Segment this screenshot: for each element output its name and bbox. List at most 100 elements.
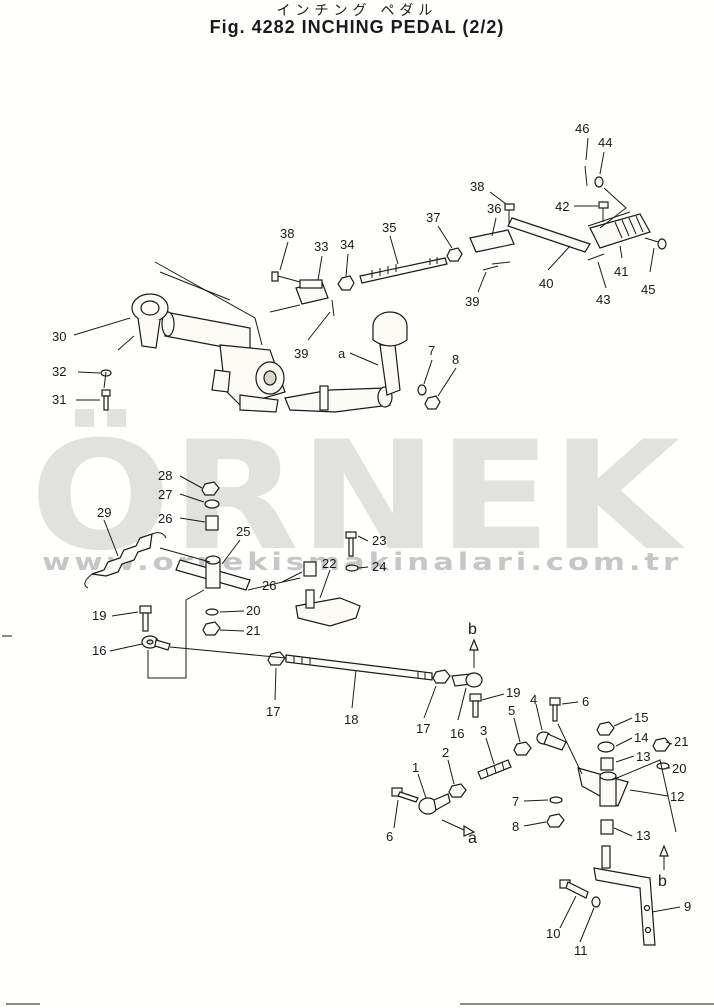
part-26-collar [205, 515, 219, 531]
leader-lines-mid [103, 475, 505, 721]
part-42-bolt [598, 201, 609, 222]
part-37-nut [446, 247, 463, 262]
callout-21: 21 [246, 623, 260, 638]
callout-46: 46 [575, 121, 589, 136]
callout-18: 18 [344, 712, 358, 727]
part-13-collar-lower [600, 819, 614, 835]
part-40-link [507, 217, 591, 253]
pedal-arm [372, 311, 408, 396]
part-16-rod-end [141, 635, 171, 651]
cross-shaft-end [161, 311, 175, 337]
callout-31: 31 [52, 392, 66, 407]
callout-17: 17 [266, 704, 280, 719]
part-27-washer [204, 499, 220, 509]
figure-title: Fig. 4282 INCHING PEDAL (2/2) [209, 17, 505, 37]
callout-42: 42 [555, 199, 569, 214]
callout-10: 10 [546, 926, 560, 941]
callout-35: 35 [382, 220, 396, 235]
arrow-a-lower [463, 824, 476, 837]
callout-38-left: 38 [280, 226, 294, 241]
upper-linkage-assembly: 46 44 38 42 36 37 35 34 33 38 41 40 43 4… [52, 121, 667, 413]
callout-43: 43 [596, 292, 610, 307]
callout-2: 2 [442, 745, 449, 760]
pedal-bracket-assembly: 4 6 5 3 15 14 13 21 20 2 1 12 7 8 13 6 a… [386, 692, 691, 958]
part-4-rod-end [536, 731, 567, 751]
part-35-rod [359, 257, 448, 284]
callout-22: 22 [322, 556, 336, 571]
callout-13-lower: 13 [636, 828, 650, 843]
callout-28: 28 [158, 468, 172, 483]
part-1-rod-end [418, 793, 451, 815]
part-28-nut [201, 481, 220, 496]
leader-lines-lower [393, 701, 681, 943]
callout-16: 16 [92, 643, 106, 658]
callout-30: 30 [52, 329, 66, 344]
callout-b-lower: b [658, 873, 667, 890]
callout-26: 26 [158, 511, 172, 526]
callout-14: 14 [634, 730, 648, 745]
callout-39-left: 39 [294, 346, 308, 361]
part-8-nut-lower [546, 813, 565, 828]
callout-17-right: 17 [416, 721, 430, 736]
part-14-washer [597, 741, 615, 753]
callout-20: 20 [246, 603, 260, 618]
watermark: ÖRNEK www.ornekismakinalari.com.tr [30, 408, 685, 584]
callout-19-right: 19 [506, 685, 520, 700]
callout-6: 6 [582, 694, 589, 709]
part-19-bolt-right [469, 693, 482, 718]
callout-12: 12 [670, 789, 684, 804]
part-39-cotter [482, 265, 499, 271]
pedal-body [211, 344, 286, 413]
part-21-nut [202, 621, 221, 636]
part-20-washer [205, 608, 219, 616]
callout-16-right: 16 [450, 726, 464, 741]
callout-5: 5 [508, 703, 515, 718]
part-7-washer-lower [549, 796, 563, 804]
part-33-clevis [295, 279, 329, 305]
arrow-b-lower [659, 844, 669, 857]
part-31-bolt [101, 389, 111, 411]
spring-lever-assembly: 28 27 26 29 25 23 22 26 24 20 21 19 16 1… [84, 468, 520, 741]
callout-23: 23 [372, 533, 386, 548]
part-15-nut [596, 721, 615, 736]
callout-45: 45 [641, 282, 655, 297]
part-17-nut-right [432, 669, 451, 684]
callout-4: 4 [530, 692, 537, 707]
part-39-cotter [331, 299, 335, 317]
callout-15: 15 [634, 710, 648, 725]
callout-37: 37 [426, 210, 440, 225]
part-10-bolt [559, 879, 589, 899]
callout-40: 40 [539, 276, 553, 291]
part-26-collar-right [303, 561, 317, 577]
leader-lines [73, 137, 655, 401]
part-22-bracket [295, 589, 361, 627]
callout-6-lower: 6 [386, 829, 393, 844]
part-2-nut [448, 783, 467, 798]
part-6-bolt [549, 697, 561, 722]
callout-a-lower: a [468, 830, 477, 847]
callout-9: 9 [684, 899, 691, 914]
part-11-washer [591, 896, 601, 908]
callout-39: 39 [465, 294, 479, 309]
callout-11: 11 [574, 943, 588, 958]
callout-24: 24 [372, 559, 386, 574]
part-13-collar [600, 757, 614, 771]
part-29-spring [84, 532, 167, 589]
part-30-bracket [131, 293, 169, 349]
cross-shaft [164, 311, 251, 353]
part-18-rod [169, 646, 433, 681]
frame-edge [159, 271, 231, 301]
part-17-nut [267, 651, 286, 666]
callout-8-lower: 8 [512, 819, 519, 834]
callout-8: 8 [452, 352, 459, 367]
watermark-brand: ÖRNEK [30, 408, 685, 584]
part-3-turnbuckle [477, 759, 512, 780]
part-34-nut [337, 275, 355, 291]
part-24-washer [345, 564, 359, 572]
callout-3: 3 [480, 723, 487, 738]
callout-7: 7 [428, 343, 435, 358]
damper-cylinder [284, 385, 393, 413]
part-12-bracket [577, 767, 629, 807]
callout-a: a [338, 346, 346, 361]
